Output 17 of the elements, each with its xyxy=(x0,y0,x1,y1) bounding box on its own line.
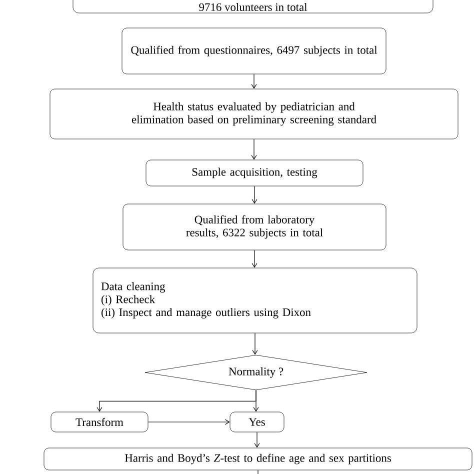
arrow xyxy=(148,419,230,425)
arrow xyxy=(253,390,259,412)
process-box: Qualified from questionnaires, 6497 subjects in total xyxy=(122,28,386,74)
arrow xyxy=(254,432,260,448)
arrow xyxy=(252,332,258,355)
process-box: Health status evaluated by pediatrician and elimination based on preliminary screening standard xyxy=(50,88,458,140)
process-box: Data cleaning (i) Recheck (ii) Inspect and manage outliers using Dixon xyxy=(92,268,418,334)
process-box: Sample acquisition, testing xyxy=(146,160,364,186)
arrow xyxy=(251,74,257,89)
arrow xyxy=(251,138,257,160)
arrow xyxy=(252,186,258,204)
process-box: Qualified from laboratory results, 6322 subjects in total xyxy=(122,204,386,250)
process-box: 9716 volunteers in total xyxy=(72,0,434,14)
process-box: Yes xyxy=(230,412,284,432)
arrow xyxy=(252,250,258,268)
process-box: Harris and Boyd’s Z-test to define age and sex partitions xyxy=(44,448,472,470)
process-box: Transform xyxy=(50,412,148,432)
